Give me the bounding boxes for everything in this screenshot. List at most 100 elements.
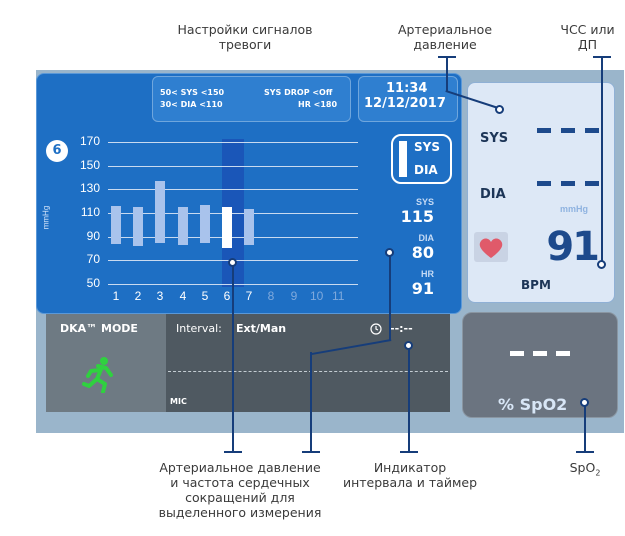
spo2-dash-1 [510,351,524,356]
x-tick-label[interactable]: 6 [223,289,231,303]
x-tick-label[interactable]: 8 [267,289,275,303]
callout-hr-line1: ЧСС или [560,22,615,37]
heart-icon-box [474,232,508,262]
alarm-dia-range: 30< DIA <110 [160,100,223,109]
sys-dash-3 [585,128,599,133]
leader-interval-vertical [408,349,410,452]
leader-values-cap [302,451,320,453]
dka-mode-label: DKA™ MODE [60,322,138,335]
sys-dash-2 [561,128,575,133]
callout-bp-line1: Артериальное [397,22,493,37]
clock-date: 12/12/2017 [364,96,446,111]
bp-bar[interactable] [111,206,121,244]
sel-dia-value: 80 [411,243,434,262]
bp-bar[interactable] [178,207,188,245]
current-sys-label: SYS [480,131,509,146]
running-person-icon [82,357,113,393]
bp-bar[interactable] [155,181,165,243]
x-tick-label[interactable]: 2 [134,289,142,303]
sel-hr-label: HR [421,269,434,279]
callout-interval-line1: Индикатор [373,460,447,475]
leader-values-down [310,352,312,452]
y-tick-label: 130 [80,181,101,195]
y-tick-label: 50 [86,276,100,290]
current-hr-unit: BPM [521,278,551,292]
spo2-dash-2 [533,351,547,356]
mic-label: MIC [170,397,187,406]
interval-value: Ext/Man [236,322,287,335]
callout-spo2-text: SpO [569,460,596,475]
legend-sys: SYS [414,140,440,154]
dia-dash-2 [561,181,575,186]
alarm-settings-box[interactable] [152,76,351,122]
clock-time: 11:34 [386,81,428,96]
callout-spo2: SpO2 [555,460,615,481]
bp-bar[interactable] [133,207,143,246]
callout-hr-line2: ДП [577,37,598,52]
leader-bp-dot [495,105,504,114]
sel-sys-label: SYS [415,197,434,207]
leader-selected-cap [224,451,242,453]
alarm-sys-drop: SYS DROP <Off [264,88,333,97]
reading-number-badge: 6 [46,140,68,162]
x-tick-label[interactable]: 3 [156,289,164,303]
legend-dia: DIA [414,163,438,177]
callout-alarm-line2: тревоги [218,37,272,52]
interval-timer: --:-- [390,322,413,335]
timer-clock-icon [370,323,382,335]
y-tick-label: 110 [80,205,100,219]
sys-dash-1 [537,128,551,133]
sys-dia-legend [391,134,452,184]
callout-spo2-sub: 2 [595,468,601,478]
alarm-sys-range: 50< SYS <150 [160,88,225,97]
y-unit-label: mmHg [41,205,51,230]
gridline [108,189,358,190]
gridline [108,237,358,238]
x-tick-label[interactable]: 9 [290,289,298,303]
gridline [108,213,358,214]
leader-interval-cap [400,451,418,453]
callout-selected-line2: и частота сердечных [170,475,310,490]
callout-interval: Индикатор интервала и таймер [340,460,480,490]
leader-selected-dot [228,258,237,267]
bp-bar[interactable] [244,209,254,245]
current-hr-value: 91 [546,224,600,270]
leader-values-vertical [389,256,391,340]
callout-interval-line2: интервала и таймер [342,475,478,490]
gridline [108,166,358,167]
leader-hr-vertical [601,56,603,262]
gridline [108,142,358,143]
sel-dia-label: DIA [418,233,435,243]
y-tick-label: 150 [80,158,101,172]
spo2-label: % SpO2 [498,395,568,414]
spo2-panel [462,312,618,418]
leader-bp-vertical [446,56,448,92]
interval-panel[interactable] [166,314,450,412]
dia-dash-3 [585,181,599,186]
callout-selected-line3: сокращений для [185,490,295,505]
x-tick-label[interactable]: 5 [201,289,209,303]
callout-alarm-settings: Настройки сигналов тревоги [140,22,350,52]
leader-spo2-vertical [584,406,586,452]
bp-bar[interactable] [200,205,210,243]
callout-bp-line2: давление [413,37,477,52]
x-tick-label[interactable]: 11 [332,289,345,303]
x-tick-label[interactable]: 7 [245,289,253,303]
y-tick-label: 90 [86,229,100,243]
legend-bar-icon [399,141,407,177]
x-tick-label[interactable]: 4 [179,289,187,303]
current-unit-label: mmHg [560,204,589,214]
y-tick-label: 170 [80,134,101,148]
heart-icon [479,238,503,258]
x-tick-label[interactable]: 1 [112,289,120,303]
y-tick-label: 70 [86,252,100,266]
x-tick-label[interactable]: 10 [310,289,324,303]
bp-bar-selected[interactable] [222,207,232,248]
clock-box [358,76,458,122]
sel-hr-value: 91 [411,279,434,298]
pressure-trace [168,371,448,372]
alarm-hr-limit: HR <180 [298,100,338,109]
sel-sys-value: 115 [400,207,434,226]
callout-selected-line1: Артериальное давление [159,460,321,475]
callout-alarm-line1: Настройки сигналов [177,22,313,37]
